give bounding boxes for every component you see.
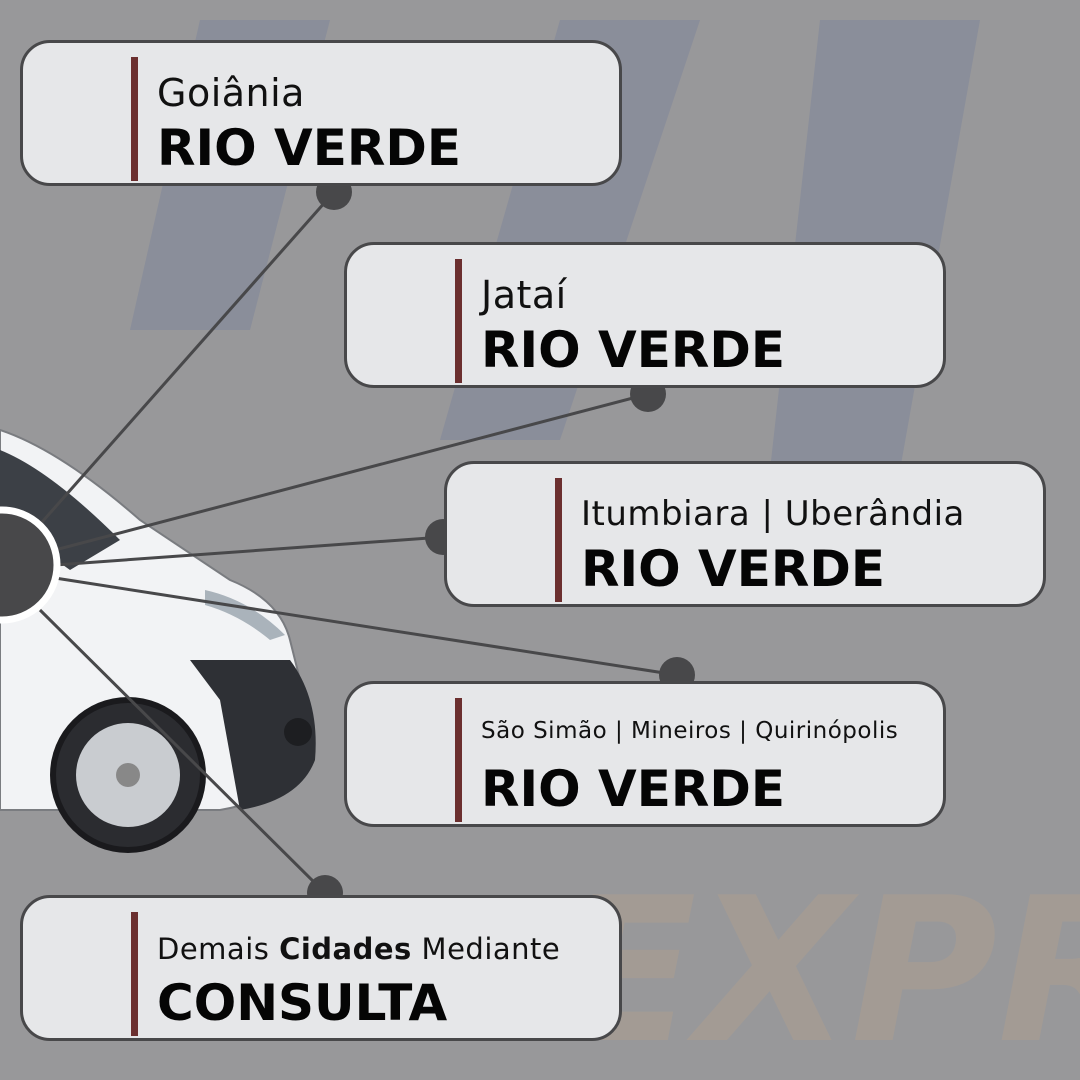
accent-bar bbox=[455, 698, 462, 822]
svg-text:EXPR: EXPR bbox=[560, 855, 1080, 1080]
other-cities-destination: CONSULTA bbox=[157, 974, 448, 1032]
route-destination: RIO VERDE bbox=[481, 321, 786, 379]
route-card-itumbiara: Itumbiara | Uberândia RIO VERDE bbox=[444, 461, 1046, 607]
route-destination: RIO VERDE bbox=[481, 760, 786, 818]
accent-bar bbox=[555, 478, 562, 602]
route-card-jatai: Jataí RIO VERDE bbox=[344, 242, 946, 388]
accent-bar bbox=[131, 912, 138, 1036]
other-cities-card: Demais Cidades Mediante CONSULTA bbox=[20, 895, 622, 1041]
route-card-goiania: Goiânia RIO VERDE bbox=[20, 40, 622, 186]
route-destination: RIO VERDE bbox=[157, 119, 462, 177]
route-card-sao-simao: São Simão | Mineiros | Quirinópolis RIO … bbox=[344, 681, 946, 827]
van-illustration bbox=[0, 428, 316, 853]
route-origin: Goiânia bbox=[157, 71, 305, 115]
route-origin: Jataí bbox=[481, 273, 567, 317]
label-suffix: Mediante bbox=[421, 932, 561, 966]
other-cities-label: Demais Cidades Mediante bbox=[157, 932, 560, 966]
accent-bar bbox=[131, 57, 138, 181]
route-origin: Itumbiara | Uberândia bbox=[581, 494, 965, 534]
label-prefix: Demais bbox=[157, 932, 270, 966]
route-destination: RIO VERDE bbox=[581, 540, 886, 598]
accent-bar bbox=[455, 259, 462, 383]
route-origin: São Simão | Mineiros | Quirinópolis bbox=[481, 718, 899, 744]
label-bold: Cidades bbox=[279, 932, 412, 966]
